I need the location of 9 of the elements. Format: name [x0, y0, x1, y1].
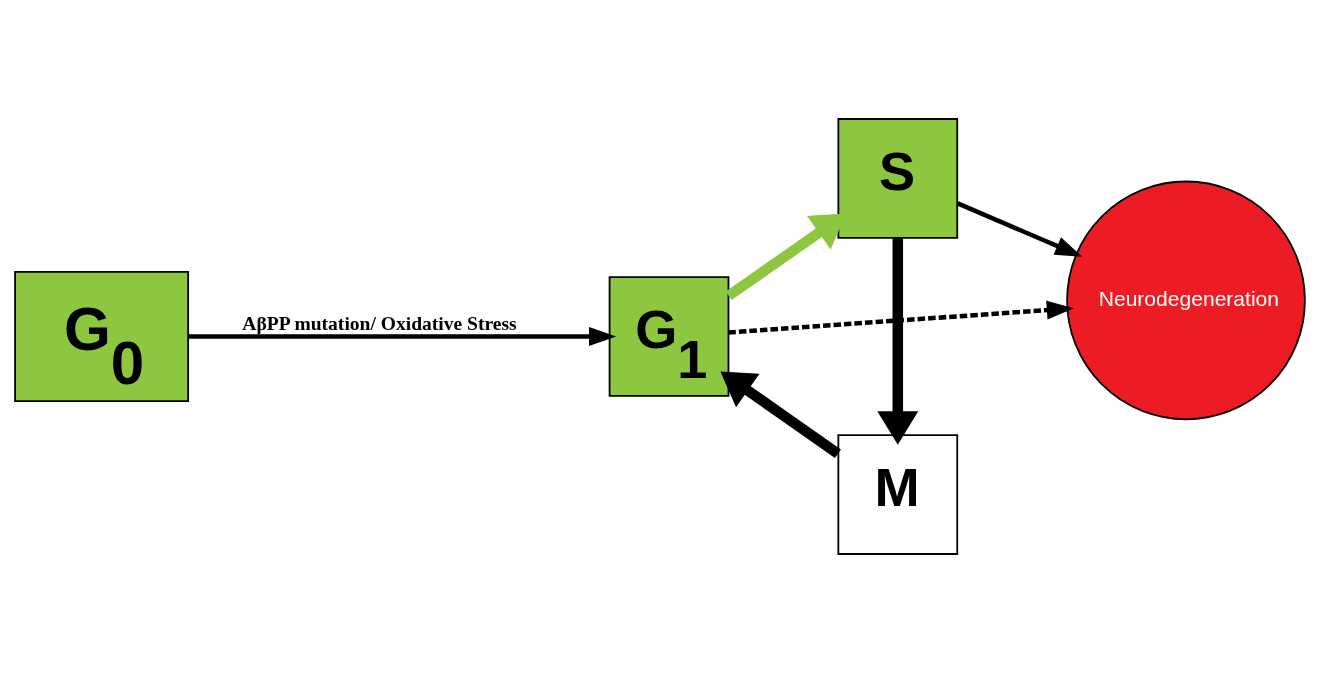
- node-circle: Neurodegeneration: [1066, 180, 1306, 421]
- edge-label: AβPP mutation/ Oxidative Stress: [242, 312, 517, 334]
- node-box: M: [837, 434, 959, 555]
- arrow: [188, 327, 617, 346]
- arrow: [877, 238, 919, 445]
- node-box: S: [837, 118, 959, 239]
- arrow: [956, 201, 1083, 257]
- arrow: [728, 300, 1074, 335]
- arrow: [720, 371, 841, 459]
